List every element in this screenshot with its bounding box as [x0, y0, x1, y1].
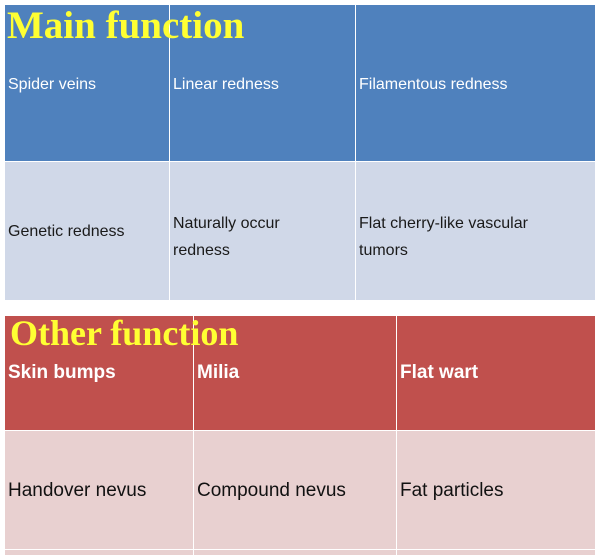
- other-function-table: Skin bumps Milia Flat wart Handover nevu…: [5, 316, 595, 555]
- main-body-text: Flat cherry-like vascular tumors: [359, 215, 528, 259]
- other-partial-row-cell: [397, 550, 595, 555]
- main-body-text: Naturally occur redness: [173, 215, 280, 259]
- main-body-cell: Flat cherry-like vascular tumors: [356, 162, 595, 300]
- other-header-cell: Skin bumps: [5, 316, 193, 430]
- other-body-cell: Handover nevus: [5, 431, 193, 549]
- main-header-text: Linear redness: [173, 76, 279, 93]
- other-header-text: Skin bumps: [8, 362, 116, 383]
- other-function-title: Other function: [10, 313, 239, 353]
- other-body-cell: Fat particles: [397, 431, 595, 549]
- main-header-cell: Filamentous redness: [356, 5, 595, 161]
- main-header-cell: Linear redness: [170, 5, 355, 161]
- other-header-text: Milia: [197, 362, 240, 383]
- other-body-text: Handover nevus: [8, 480, 147, 501]
- main-body-cell: Genetic redness: [5, 162, 169, 300]
- other-header-text: Flat wart: [400, 362, 479, 383]
- other-body-text: Fat particles: [400, 480, 504, 501]
- main-function-table: Spider veins Linear redness Filamentous …: [5, 5, 595, 300]
- other-partial-row-cell: [5, 550, 193, 555]
- main-function-title: Main function: [7, 4, 245, 47]
- main-body-cell: Naturally occur redness: [170, 162, 355, 300]
- other-body-text: Compound nevus: [197, 480, 346, 501]
- main-header-text: Filamentous redness: [359, 76, 508, 93]
- other-header-cell: Flat wart: [397, 316, 595, 430]
- main-header-cell: Spider veins: [5, 5, 169, 161]
- other-body-cell: Compound nevus: [194, 431, 396, 549]
- main-body-text: Genetic redness: [8, 223, 125, 240]
- other-header-cell: Milia: [194, 316, 396, 430]
- main-header-text: Spider veins: [8, 76, 97, 93]
- other-partial-row-cell: [194, 550, 396, 555]
